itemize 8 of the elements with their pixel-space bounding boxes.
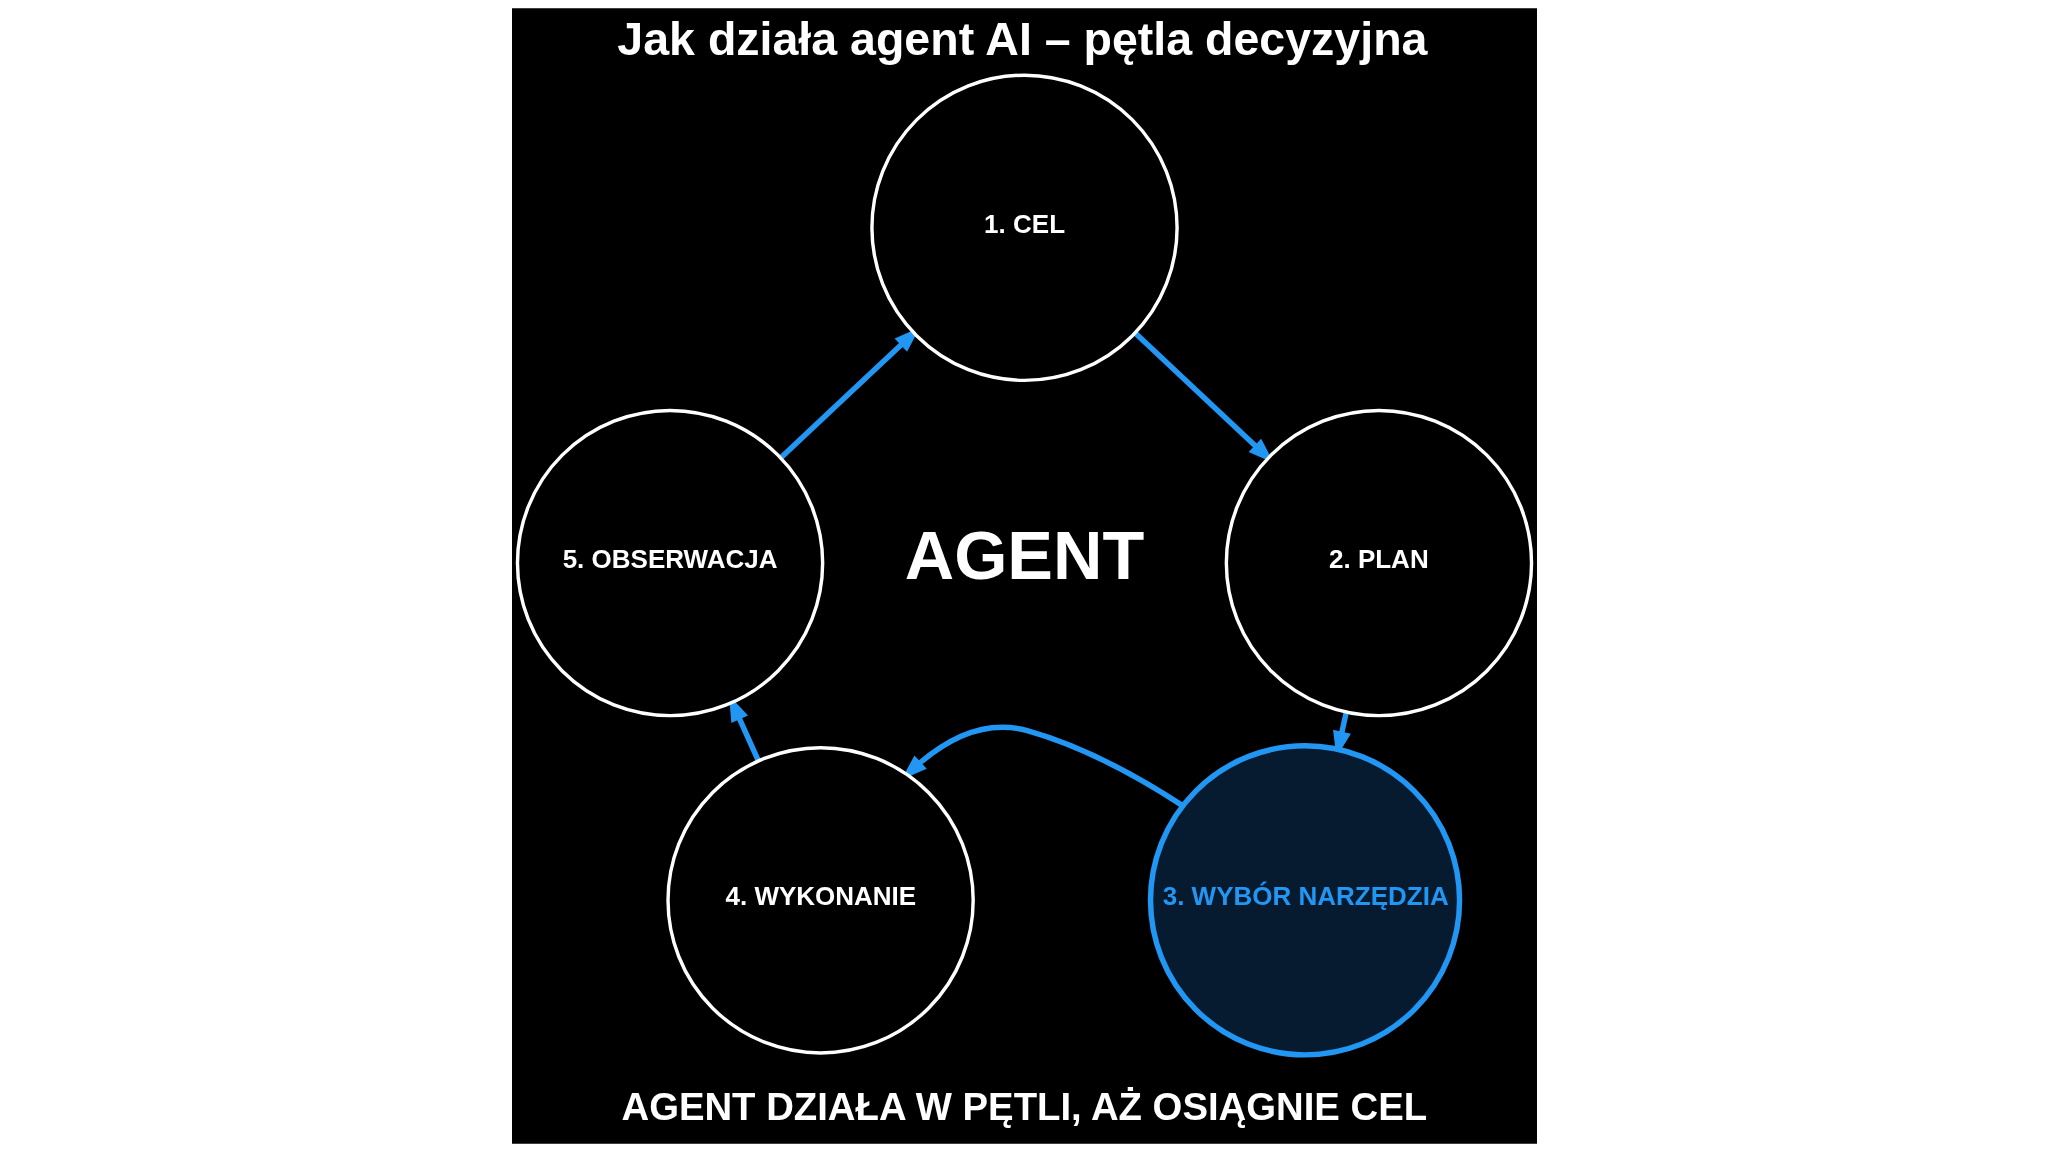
node-circle: 1. CEL xyxy=(869,73,1179,383)
caption: AGENT DZIAŁA W PĘTLI, AŻ OSIĄGNIE CEL xyxy=(620,1084,1427,1128)
node-circle: 5. OBSERWACJA xyxy=(515,408,824,718)
node-circle: 4. WYKONANIE xyxy=(665,746,975,1055)
node-circle: 2. PLAN xyxy=(1224,408,1533,718)
node-circle: 3. WYBÓR NARZĘDZIA xyxy=(1147,743,1462,1058)
label: AGENT xyxy=(904,516,1144,593)
diagram-title: Jak działa agent AI – pętla decyzyjna xyxy=(616,12,1427,65)
